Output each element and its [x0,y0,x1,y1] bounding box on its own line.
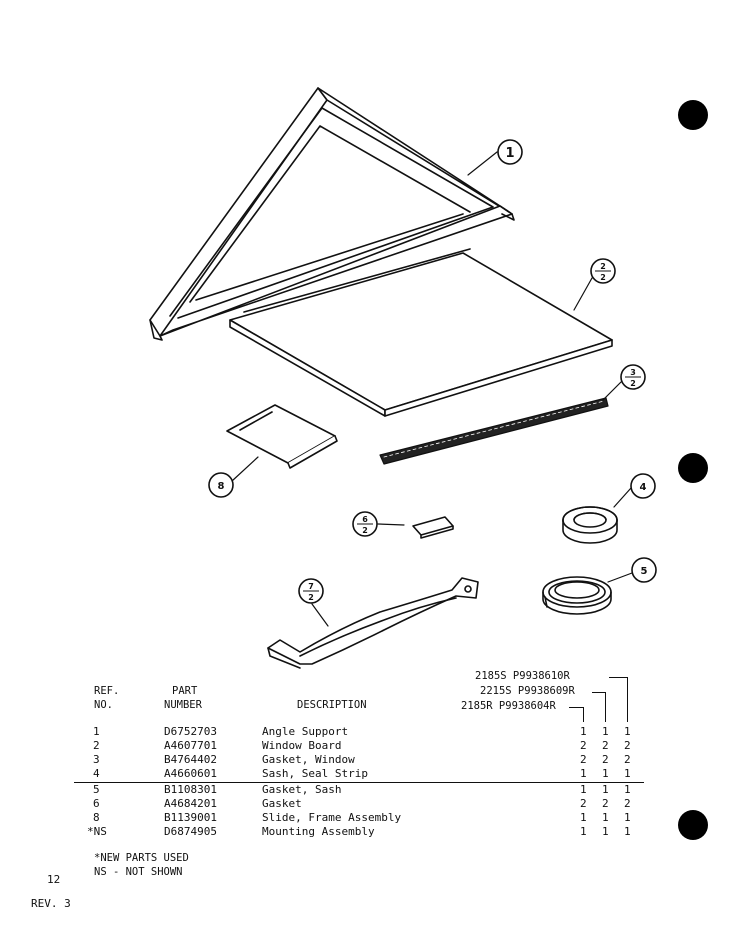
model-header-3: 2185R P9938604R [461,700,556,712]
leader-lines [231,151,633,627]
page-number: 12 [47,873,61,886]
header-ref: REF. [94,685,120,697]
callout-1-label: 1 [505,146,514,161]
header-description: DESCRIPTION [297,699,367,711]
header-ref-no: NO. [94,699,113,711]
callout-7-den: 2 [308,593,314,602]
part-window-board [229,248,613,417]
note-not-shown: NS - NOT SHOWN [94,866,183,878]
part-bracket [267,577,479,669]
header-part: PART [172,685,198,697]
model-1-leader-v [627,677,628,722]
callout-8 [208,472,234,498]
callout-4-label: 4 [640,482,647,493]
callout-6-den: 2 [362,526,368,535]
callout-8-label: 8 [218,481,225,492]
binder-hole-bottom [678,810,708,840]
model-3-leader-v [583,707,584,722]
header-part-number: NUMBER [164,699,202,711]
model-2-leader-h [592,692,605,693]
model-header-2: 2215S P9938609R [480,685,575,697]
callout-3-num: 3 [630,368,636,377]
part-sash-seal-ring [562,506,618,544]
callout-2-num: 2 [600,262,606,271]
callout-2-den: 2 [600,273,606,282]
model-2-leader-v [605,692,606,722]
part-slide-frame-assembly [226,404,338,469]
part-gasket-sash-coil [542,576,612,615]
part-gasket-pad [412,516,454,539]
model-header-1: 2185S P9938610R [475,670,570,682]
row-separator [74,782,644,783]
callout-5 [631,557,657,583]
part-angle-support [149,87,515,341]
binder-hole-middle [678,453,708,483]
note-new-parts: *NEW PARTS USED [94,852,189,864]
model-3-leader-h [569,707,583,708]
revision: REV. 3 [31,897,71,910]
callout-3-den: 2 [630,379,636,388]
callout-7-num: 7 [308,582,314,591]
model-1-leader-h [609,677,627,678]
callout-4 [630,473,656,499]
callout-5-label: 5 [641,566,648,577]
part-gasket-window [379,397,609,465]
callout-1 [497,139,523,165]
callout-6-num: 6 [362,515,368,524]
binder-hole-top [678,100,708,130]
